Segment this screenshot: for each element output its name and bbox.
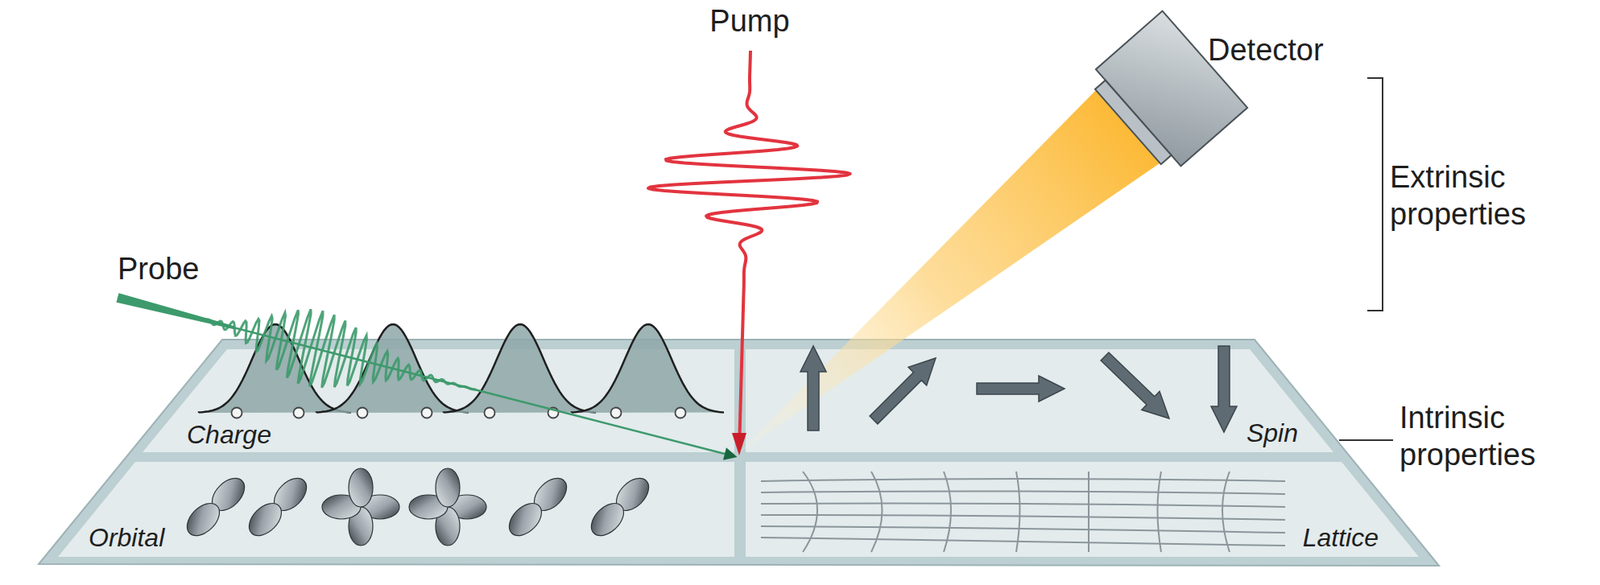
charge-curve: [443, 324, 596, 414]
orbital-lobe: [348, 468, 373, 508]
pump-wave: [648, 50, 851, 435]
label-text: Pump: [709, 4, 790, 38]
ion-dot: [611, 408, 622, 419]
spin-arrow: [869, 358, 936, 425]
charge-curve: [571, 324, 724, 414]
orbital-lobes: [181, 468, 655, 546]
ion-dot: [231, 408, 243, 419]
pump-pulse: [648, 50, 851, 456]
probe-head: [723, 447, 738, 460]
lattice-grid: [760, 471, 1286, 553]
probe-label: Probe: [117, 251, 199, 289]
label-text: Extrinsic properties: [1389, 160, 1526, 232]
lattice-column: [802, 471, 818, 553]
lattice-column: [943, 471, 951, 553]
spin-arrow: [800, 346, 827, 431]
charge-fill: [443, 324, 596, 414]
pump-head: [731, 433, 747, 456]
spin-arrow: [1211, 346, 1237, 433]
lattice-row: [760, 504, 1286, 509]
probe-pulse: [116, 293, 738, 461]
orbital-lobe: [435, 468, 460, 508]
pump-label: Pump: [709, 3, 790, 41]
orbital-lobe: [585, 497, 630, 542]
charge-fill: [571, 324, 724, 414]
panel-label: Spin: [1246, 418, 1299, 449]
panel-label: Charge: [186, 420, 272, 451]
panel-fill: [745, 462, 1419, 558]
spin-arrow: [976, 376, 1065, 402]
ion-dot: [293, 408, 305, 419]
lattice-row: [760, 515, 1286, 521]
scattered-beam: [738, 90, 1160, 454]
lattice-column: [1087, 471, 1090, 553]
ion-dot: [484, 408, 496, 419]
detector-label: Detector: [1207, 32, 1324, 70]
lattice-row: [760, 479, 1286, 482]
extrinsic-bracket: [1367, 78, 1383, 311]
label-text: Probe: [117, 252, 199, 286]
label-text: Detector: [1207, 33, 1324, 67]
label-text: Intrinsic properties: [1399, 401, 1536, 472]
orbital-lobe: [243, 497, 288, 542]
spin-arrow: [1100, 352, 1170, 419]
extrinsic-label: Extrinsic properties: [1389, 159, 1563, 233]
orbital-lobe: [181, 497, 226, 542]
panel-label: Lattice: [1302, 523, 1379, 554]
probe-wave: [179, 309, 476, 390]
probe-line: [117, 297, 725, 455]
detector-face: [1095, 80, 1172, 165]
ion-dot: [357, 408, 368, 419]
lattice-column: [1157, 471, 1162, 553]
orbital-lobe: [503, 497, 548, 542]
panel-fill: [57, 462, 735, 558]
spin-arrows: [800, 346, 1237, 433]
lattice-column: [1016, 471, 1021, 553]
ion-dot: [675, 408, 687, 419]
lattice-column: [871, 471, 883, 553]
lattice-row: [760, 526, 1286, 534]
panel-label: Orbital: [88, 523, 165, 554]
lattice-row: [760, 491, 1286, 495]
intrinsic-label: Intrinsic properties: [1399, 400, 1573, 474]
lattice-column: [1222, 471, 1230, 553]
lattice-row: [760, 537, 1286, 546]
intrinsic-leader: [1339, 439, 1394, 442]
ion-dot: [421, 408, 433, 419]
